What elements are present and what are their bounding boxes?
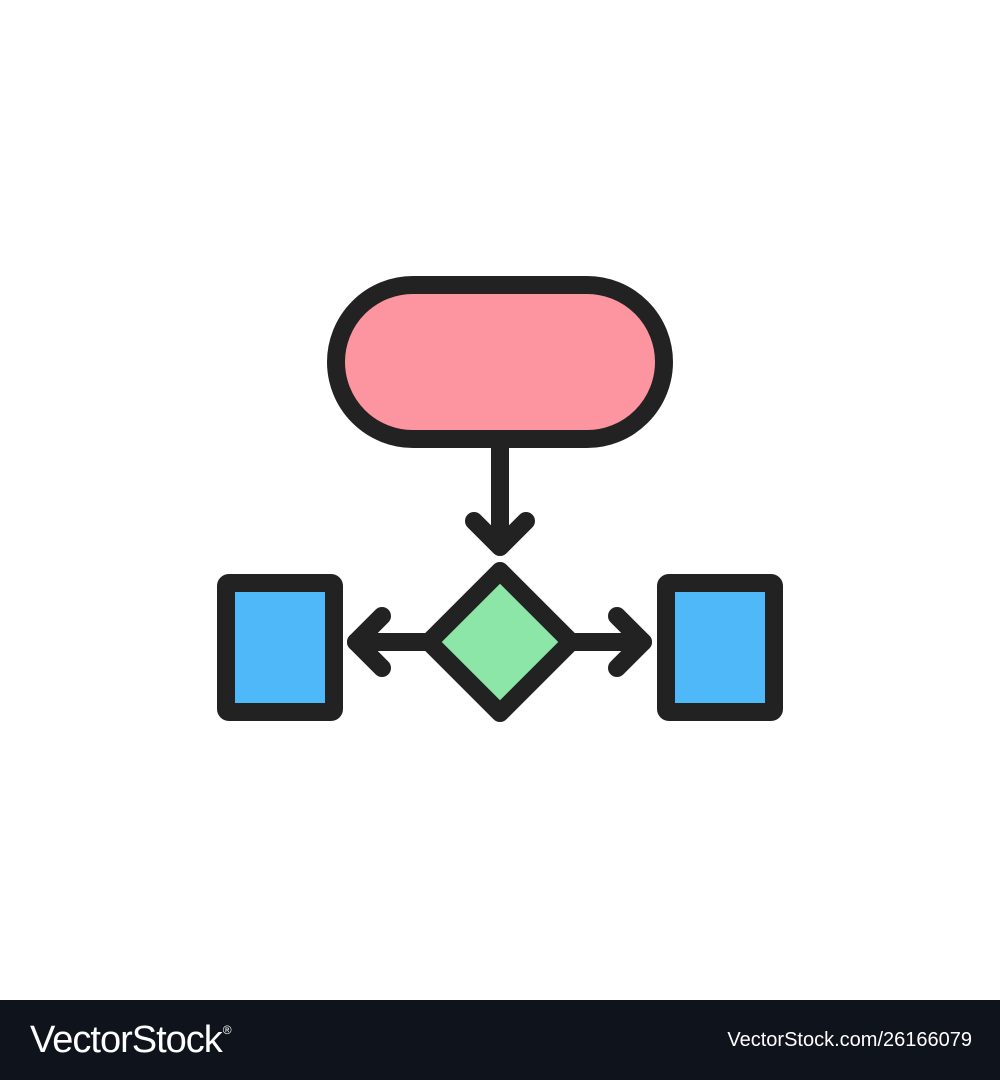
watermark-bar: VectorStock® VectorStock.com/26166079 [0,1000,1000,1080]
process-node-right [657,574,783,721]
arrow-down [465,438,535,556]
arrow-left [347,607,437,677]
watermark-logo-text: VectorStock [30,1018,223,1061]
watermark-logo: VectorStock® [30,1018,232,1062]
registered-mark: ® [222,1022,232,1037]
terminator-node [327,276,673,448]
decision-node [420,562,580,722]
flowchart-icon [217,276,783,722]
arrow-right [563,607,652,677]
watermark-image-id: VectorStock.com/26166079 [727,1028,972,1051]
process-node-left [217,574,343,721]
